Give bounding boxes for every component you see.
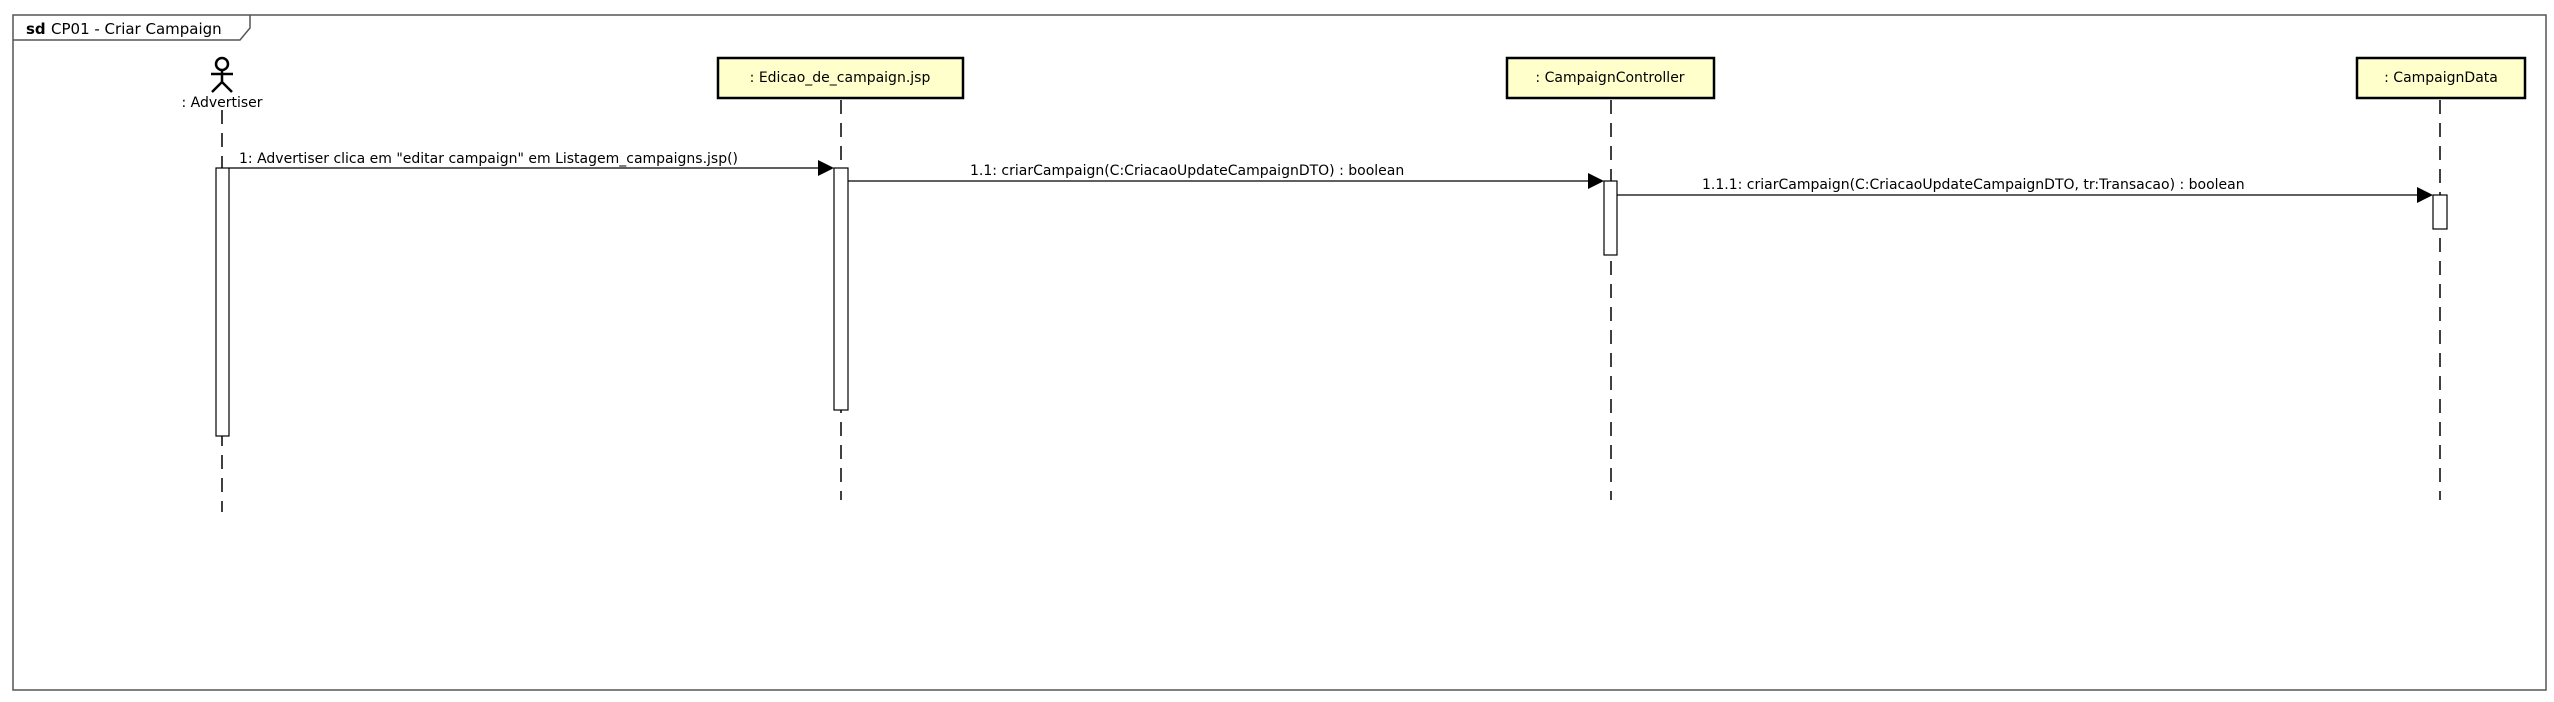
message-label-1: 1: Advertiser clica em "editar campaign"… bbox=[239, 151, 738, 167]
frame-title: CP01 - Criar Campaign bbox=[51, 20, 222, 38]
participant-box-edicao bbox=[716, 56, 965, 100]
activation-edicao bbox=[833, 167, 849, 411]
activation-data bbox=[2432, 194, 2448, 230]
activation-advertiser bbox=[215, 167, 230, 437]
participant-label-edicao: : Edicao_de_campaign.jsp bbox=[750, 70, 931, 86]
message-label-3: 1.1.1: criarCampaign(C:CriacaoUpdateCamp… bbox=[1702, 177, 2245, 193]
actor-icon bbox=[211, 56, 233, 93]
activation-controller bbox=[1603, 180, 1618, 256]
frame-keyword: sd bbox=[26, 20, 46, 38]
participant-label-controller: : CampaignController bbox=[1535, 70, 1684, 86]
arrowhead-2 bbox=[1588, 173, 1604, 189]
arrowhead-3 bbox=[2417, 187, 2433, 203]
participant-box-controller bbox=[1505, 56, 1716, 100]
message-label-2: 1.1: criarCampaign(C:CriacaoUpdateCampai… bbox=[970, 163, 1404, 179]
arrowhead-1 bbox=[818, 160, 834, 176]
participant-label-data: : CampaignData bbox=[2384, 70, 2498, 86]
frame-title-tab bbox=[13, 15, 251, 41]
diagram-frame bbox=[12, 14, 2547, 691]
participant-box-data bbox=[2355, 56, 2527, 100]
participant-label-advertiser: : Advertiser bbox=[181, 95, 262, 111]
